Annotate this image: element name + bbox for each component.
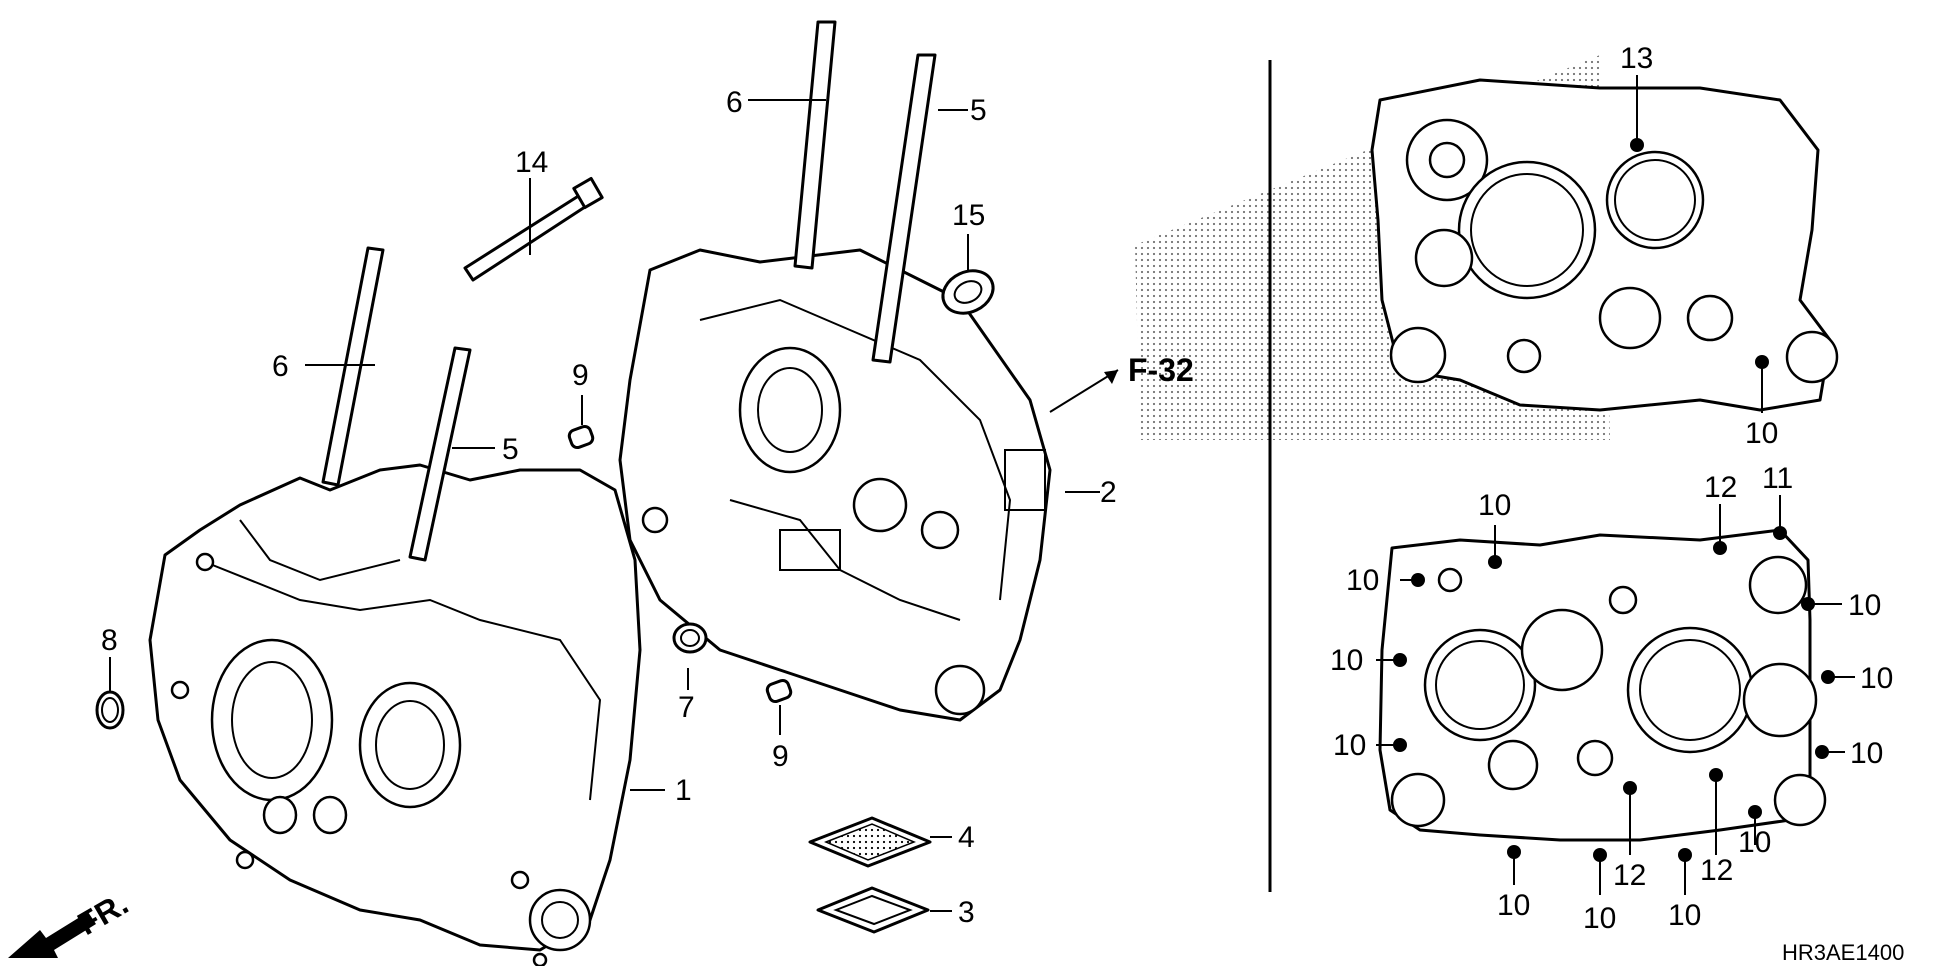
- callout-10-a: 10: [1478, 489, 1511, 522]
- callout-labels: 14 6 5 8 1 6 5 15 9 2 7 9 4 3 F-32 13 10…: [101, 42, 1893, 935]
- bolt-markers: [1393, 138, 1835, 862]
- bearing-7: [672, 622, 708, 654]
- crankcase-outer-view-bottom: [1378, 528, 1827, 842]
- callout-5-left: 5: [502, 433, 519, 466]
- o-ring-8: [95, 690, 125, 730]
- right-crankcase-half: [618, 248, 1052, 722]
- callout-10-g: 10: [1850, 737, 1883, 770]
- callout-5-right: 5: [970, 94, 987, 127]
- callout-12-a: 12: [1704, 471, 1737, 504]
- oil-seal-15: [941, 269, 995, 315]
- callout-12-c: 12: [1700, 854, 1733, 887]
- filter-screen-4: [808, 816, 932, 868]
- front-direction-indicator: FR.: [8, 885, 134, 958]
- callout-2: 2: [1100, 476, 1117, 509]
- callout-14: 14: [515, 146, 548, 179]
- flange-bolt-14: [463, 176, 604, 282]
- front-label: FR.: [72, 885, 135, 942]
- callout-13: 13: [1620, 42, 1653, 75]
- callout-10-j: 10: [1583, 902, 1616, 935]
- left-crankcase-half: [148, 463, 642, 966]
- callout-10-k: 10: [1668, 899, 1701, 932]
- callout-10-f: 10: [1860, 662, 1893, 695]
- callout-11: 11: [1762, 462, 1793, 495]
- gasket-3: [816, 886, 930, 934]
- dowel-pin-9-bottom: [765, 678, 793, 704]
- stud-bolt-6-left: [321, 246, 385, 487]
- callout-10-e: 10: [1848, 589, 1881, 622]
- callout-6-right: 6: [726, 86, 743, 119]
- callout-10-top-view: 10: [1745, 417, 1778, 450]
- stud-bolt-5-right: [871, 53, 937, 364]
- callout-10-b: 10: [1346, 564, 1379, 597]
- reference-f32: F-32: [1128, 352, 1194, 388]
- callout-6-left: 6: [272, 350, 289, 383]
- callout-8: 8: [101, 624, 118, 657]
- crankcase-outer-view-top: [1370, 78, 1839, 412]
- leader-lines: [109, 75, 1855, 912]
- front-arrow-icon: [8, 912, 96, 958]
- f32-arrowhead: [1104, 370, 1118, 384]
- dowel-pin-9-top: [567, 424, 595, 450]
- callout-10-c: 10: [1330, 644, 1363, 677]
- callout-10-d: 10: [1333, 729, 1366, 762]
- callout-9-top: 9: [572, 359, 589, 392]
- callout-12-b: 12: [1613, 859, 1646, 892]
- callout-10-i: 10: [1497, 889, 1530, 922]
- callout-1: 1: [675, 774, 692, 807]
- callout-15: 15: [952, 199, 985, 232]
- callout-4: 4: [958, 821, 975, 854]
- stud-bolt-6-right: [793, 20, 837, 270]
- callout-7: 7: [678, 691, 695, 724]
- stud-bolt-5-left: [408, 346, 472, 562]
- callout-9-bottom: 9: [772, 740, 789, 773]
- callout-3: 3: [958, 896, 975, 929]
- diagram-code: HR3AE1400: [1782, 940, 1904, 965]
- callout-10-h: 10: [1738, 826, 1771, 859]
